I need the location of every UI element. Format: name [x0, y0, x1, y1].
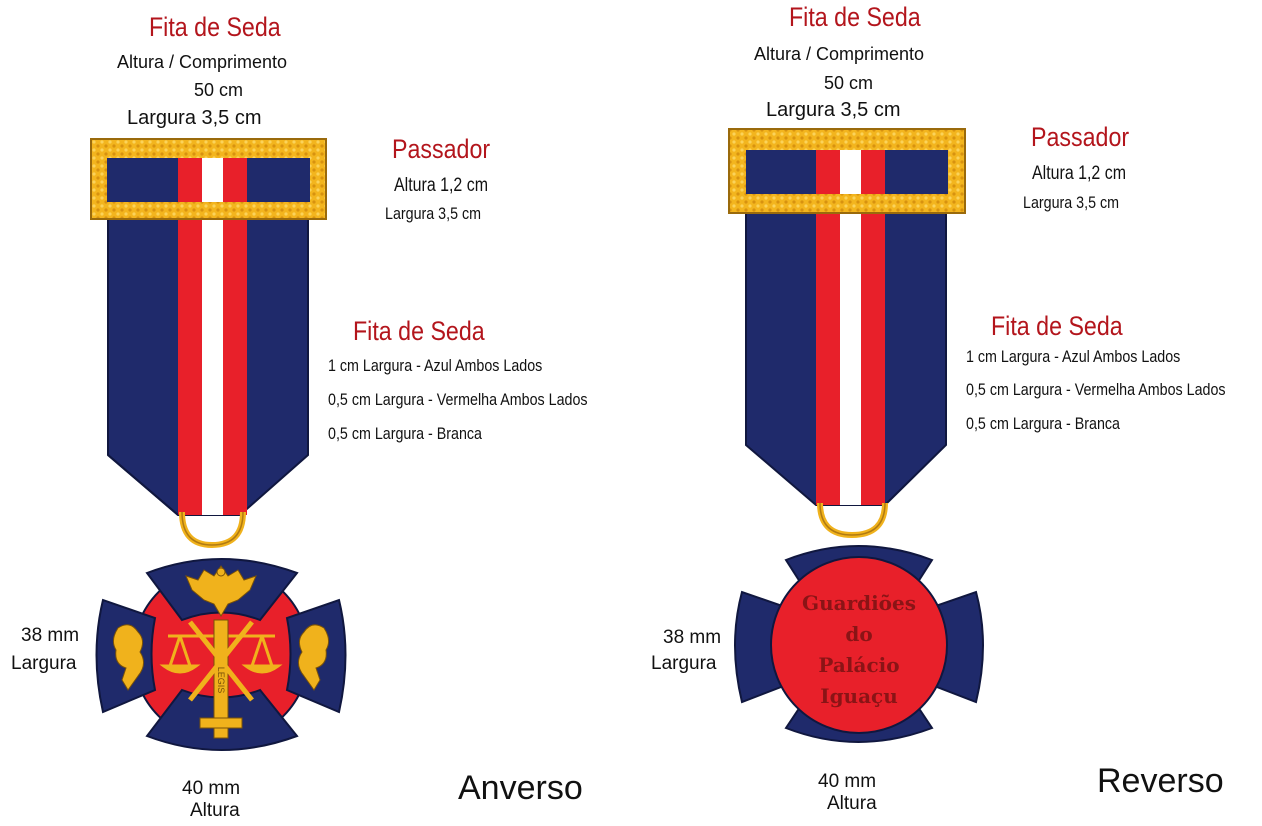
- right-ribbon-length-value: 50 cm: [824, 73, 874, 93]
- left-medal-height-label: Altura: [190, 800, 240, 821]
- left-medal: LEGIS: [95, 558, 347, 751]
- right-ribbon-length-label: Altura / Comprimento: [754, 44, 925, 64]
- left-ring: [179, 511, 246, 549]
- left-side-label: Anverso: [458, 769, 583, 807]
- reverse-text-line3: Palácio: [818, 653, 899, 677]
- right-ribbon-width: Largura 3,5 cm: [766, 99, 901, 121]
- right-medal-height-value: 40 mm: [818, 771, 877, 792]
- right-stripe-blue: 1 cm Largura - Azul Ambos Lados: [966, 347, 1181, 366]
- sword-icon: [188, 619, 254, 739]
- right-medal-width-value: 38 mm: [663, 627, 722, 648]
- left-ribbon-length-label: Altura / Comprimento: [117, 52, 288, 72]
- right-medal: Guardiões do Palácio Iguaçu: [734, 545, 984, 743]
- reverse-text-line1: Guardiões: [802, 591, 916, 615]
- left-ribbon-width: Largura 3,5 cm: [127, 107, 262, 129]
- right-slide-title: Passador: [1031, 122, 1130, 152]
- lion-icon: [298, 624, 330, 691]
- legis-inscription: LEGIS: [216, 667, 226, 694]
- left-slide-title: Passador: [392, 134, 491, 164]
- right-medal-width-label: Largura: [651, 653, 717, 674]
- right-ribbon-title: Fita de Seda: [789, 2, 921, 32]
- right-medal-height-label: Altura: [827, 793, 877, 814]
- left-stripe-red: 0,5 cm Largura - Vermelha Ambos Lados: [328, 390, 588, 409]
- left-ribbon-length-value: 50 cm: [194, 80, 244, 100]
- right-side-label: Reverso: [1097, 762, 1224, 800]
- right-slide-height: Altura 1,2 cm: [1032, 163, 1127, 184]
- right-stripe-white: 0,5 cm Largura - Branca: [966, 414, 1120, 433]
- left-medal-width-value: 38 mm: [21, 625, 80, 646]
- right-stripe-red: 0,5 cm Largura - Vermelha Ambos Lados: [966, 380, 1226, 399]
- right-slide: [728, 128, 966, 214]
- left-medal-height-value: 40 mm: [182, 778, 241, 799]
- right-stripes-title: Fita de Seda: [991, 311, 1123, 341]
- left-medal-width-label: Largura: [11, 653, 77, 674]
- right-ring: [817, 502, 888, 539]
- left-slide-width: Largura 3,5 cm: [385, 204, 482, 223]
- left-stripe-blue: 1 cm Largura - Azul Ambos Lados: [328, 356, 543, 375]
- left-stripes-title: Fita de Seda: [353, 316, 485, 346]
- left-stripe-white: 0,5 cm Largura - Branca: [328, 424, 482, 443]
- reverse-text-line4: Iguaçu: [820, 684, 898, 708]
- left-slide: [90, 138, 327, 220]
- left-ribbon-title: Fita de Seda: [149, 12, 281, 42]
- eagle-icon: [185, 565, 257, 617]
- reverse-text-line2: do: [845, 622, 872, 646]
- right-slide-width: Largura 3,5 cm: [1023, 193, 1120, 212]
- lion-icon: [112, 624, 144, 691]
- left-slide-height: Altura 1,2 cm: [394, 175, 489, 196]
